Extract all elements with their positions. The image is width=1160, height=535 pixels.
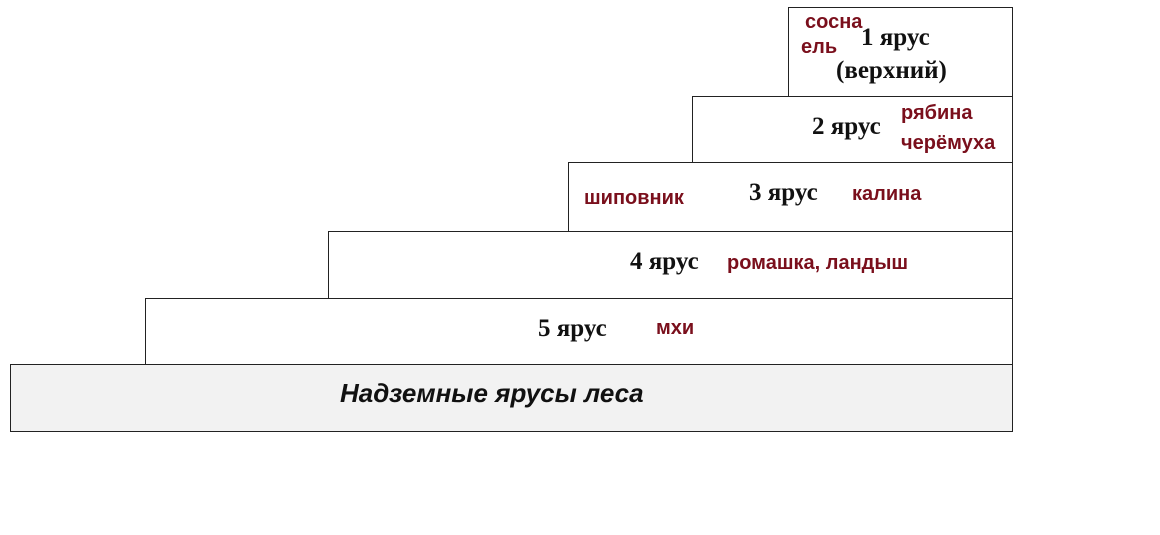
tier-4-label: 4 ярус xyxy=(630,248,699,275)
base-box xyxy=(10,364,1013,432)
plant-label: рябина xyxy=(901,102,973,124)
tier-1-label: 1 ярус xyxy=(861,24,930,51)
tier-2-label: 2 ярус xyxy=(812,113,881,140)
plant-label: черёмуха xyxy=(901,132,996,154)
tier-3-label: 3 ярус xyxy=(749,179,818,206)
plant-label: калина xyxy=(852,183,922,205)
plant-label: мхи xyxy=(656,317,695,339)
tier-1-box xyxy=(788,7,1013,98)
plant-label: сосна xyxy=(805,11,863,33)
tier-1-sublabel: (верхний) xyxy=(836,57,947,84)
tier-2-box xyxy=(692,96,1013,164)
plant-label: ромашка, ландыш xyxy=(727,252,909,274)
tier-5-box xyxy=(145,298,1013,366)
diagram-title: Надземные ярусы леса xyxy=(340,378,644,408)
tier-4-box xyxy=(328,231,1013,300)
plant-label: шиповник xyxy=(584,187,684,209)
tier-5-label: 5 ярус xyxy=(538,315,607,342)
plant-label: ель xyxy=(801,36,838,58)
